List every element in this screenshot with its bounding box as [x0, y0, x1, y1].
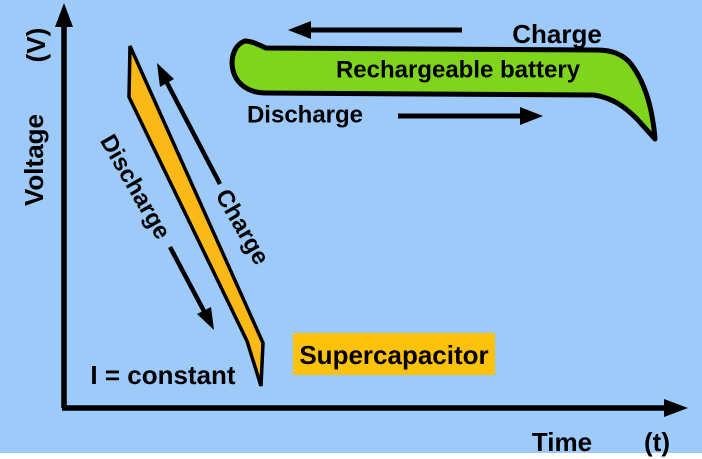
x-axis-unit-label: (t) — [644, 427, 670, 457]
x-axis-label: Time — [532, 427, 592, 457]
supercap-discharge-arrow-line — [168, 245, 207, 315]
y-axis-arrowhead-icon — [55, 3, 73, 27]
y-axis-label: Voltage — [19, 114, 49, 206]
battery-discharge-label: Discharge — [247, 102, 363, 129]
bottom-white-strip — [0, 453, 702, 459]
supercap-discharge-arrowhead-icon — [197, 307, 214, 330]
battery-charge-arrowhead-icon — [288, 21, 311, 39]
supercapacitor-label-box — [293, 333, 495, 375]
battery-curve — [229, 38, 658, 142]
supercap-charge-arrowhead-icon — [157, 63, 174, 87]
supercap-charge-arrow-line — [163, 77, 222, 186]
supercapacitor-label: Supercapacitor — [299, 340, 488, 370]
supercapacitor-band — [127, 45, 265, 387]
current-constant-note: I = constant — [90, 360, 236, 390]
x-axis-arrowhead-icon — [664, 399, 688, 417]
battery-discharge-arrowhead-icon — [520, 107, 543, 125]
battery-name-label: Rechargeable battery — [336, 57, 581, 84]
battery-charge-label: Charge — [512, 19, 602, 49]
y-axis-unit-label: (V) — [21, 28, 51, 63]
